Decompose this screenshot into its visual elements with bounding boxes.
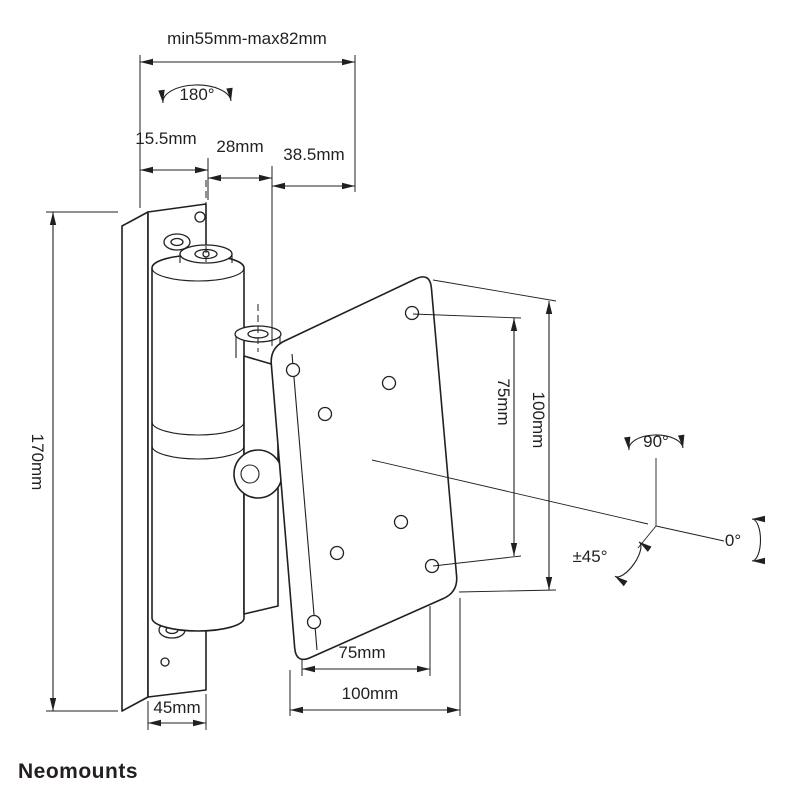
label-width-wall: 45mm xyxy=(153,698,200,717)
label-span-top: min55mm-max82mm xyxy=(167,29,327,48)
label-vesa-v-100: 100mm xyxy=(529,392,548,449)
vesa-plate xyxy=(270,276,458,661)
dim-vesa-vertical: 75mm 100mm xyxy=(412,279,557,593)
centerlines xyxy=(205,180,649,525)
tilt-45-arc-group xyxy=(614,541,652,587)
label-vesa-h-75: 75mm xyxy=(338,643,385,662)
extension-line xyxy=(412,313,522,319)
label-rotate-90: 90° xyxy=(643,432,669,451)
wall-plate-side xyxy=(121,211,149,712)
dim-height-170: 170mm xyxy=(28,211,118,712)
vesa-hole-100-tr xyxy=(404,305,420,321)
rotation-arc-icon xyxy=(624,434,685,451)
dim-depths: 15.5mm 28mm 38.5mm xyxy=(135,129,355,346)
indicator-branch xyxy=(655,525,725,542)
label-depth-3: 38.5mm xyxy=(283,145,344,164)
label-rotate-0: 0° xyxy=(725,531,741,550)
rotation-arc-icon xyxy=(751,515,766,565)
rotation-indicators: 90° 0° ±45° xyxy=(572,432,766,587)
label-depth-1: 15.5mm xyxy=(135,129,196,148)
vesa-hole-75-bl xyxy=(329,545,345,561)
hinge-column xyxy=(151,244,245,632)
vesa-hole-100-tl xyxy=(285,362,301,378)
wall-top-screw xyxy=(194,211,206,223)
brand-logo: Neomounts xyxy=(18,760,138,783)
wall-pin-hole xyxy=(160,657,170,667)
hinge-knuckle-seam-2 xyxy=(151,445,245,460)
rotation-180: 180° xyxy=(158,84,233,104)
vesa-hole-100-br xyxy=(424,558,440,574)
swivel-arm xyxy=(233,325,283,615)
vesa-hole-75-br xyxy=(393,514,409,530)
label-rotate-180: 180° xyxy=(179,85,214,104)
dim-wall-width: 45mm xyxy=(147,694,207,730)
wall-screw-hole-top-inner xyxy=(170,237,184,247)
vesa-hole-75-tr xyxy=(381,375,397,391)
hinge-knuckle-seam-1 xyxy=(151,421,245,436)
extension-line xyxy=(432,279,557,302)
vesa-plate-face xyxy=(270,276,458,661)
rotation-arc-icon xyxy=(614,541,652,587)
vesa-hole-100-bl xyxy=(306,614,322,630)
label-vesa-v-75: 75mm xyxy=(494,378,513,425)
label-depth-2: 28mm xyxy=(216,137,263,156)
label-tilt-45: ±45° xyxy=(572,547,607,566)
axis-leader-line xyxy=(371,459,649,525)
hinge-body xyxy=(151,254,245,632)
dim-vesa-horizontal: 75mm 100mm xyxy=(289,598,461,716)
rotation-arc-icon xyxy=(158,84,233,104)
vesa-hole-75-tl xyxy=(317,406,333,422)
extension-line xyxy=(432,555,522,567)
vesa-plate-bend-line xyxy=(291,353,318,651)
ball-joint-detail xyxy=(240,464,260,484)
extension-line xyxy=(458,589,557,593)
label-vesa-h-100: 100mm xyxy=(342,684,399,703)
dim-top-span: min55mm-max82mm xyxy=(139,29,356,208)
label-height-170: 170mm xyxy=(28,434,47,491)
hinge-cap-seam xyxy=(151,267,245,282)
